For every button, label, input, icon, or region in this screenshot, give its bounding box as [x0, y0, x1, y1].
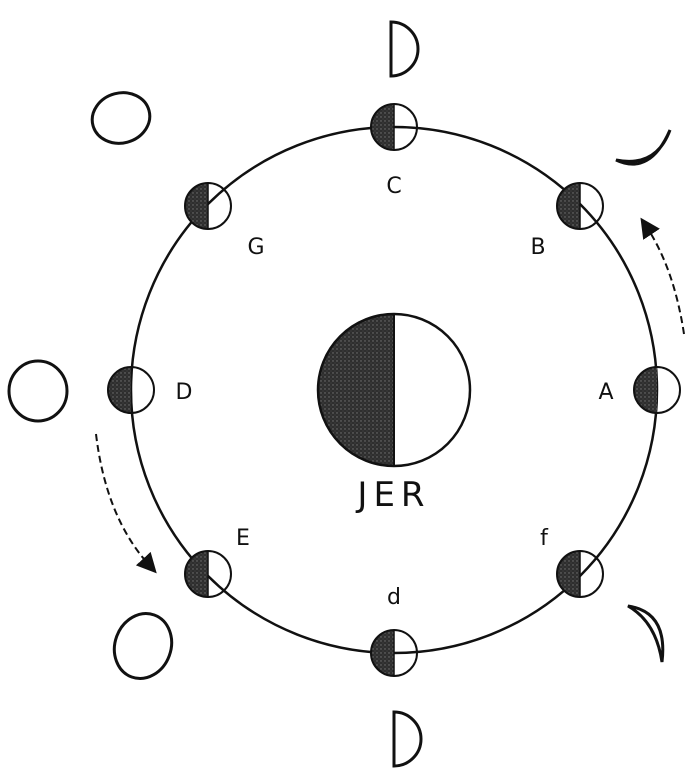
crescent-moon-bottom-right [628, 606, 663, 662]
label-B: B [530, 235, 545, 260]
half-moon-bottom [394, 712, 421, 766]
gibbous-moon-top-left [87, 86, 156, 149]
crescent-moon-top-right [616, 130, 670, 164]
half-moon-top [391, 22, 418, 76]
label-G: G [247, 235, 264, 260]
moon-position-A [634, 367, 680, 413]
moon-position-E [185, 551, 231, 597]
label-D: D [176, 380, 193, 405]
moon-position-f [557, 551, 603, 597]
moon-position-G [185, 183, 231, 229]
orbit-direction-arrow-right [646, 226, 684, 334]
central-body [318, 314, 470, 466]
moon-position-B [557, 183, 603, 229]
orbit-direction-arrow-left [96, 434, 150, 566]
gibbous-moon-bottom-left [105, 605, 180, 686]
label-A: A [598, 380, 613, 405]
moon-position-D [108, 367, 154, 413]
label-d: d [387, 585, 401, 610]
label-E: E [236, 526, 250, 551]
full-moon-left [9, 361, 67, 421]
center-label: JER [355, 475, 430, 515]
label-C: C [386, 174, 401, 199]
label-f: f [540, 526, 549, 551]
